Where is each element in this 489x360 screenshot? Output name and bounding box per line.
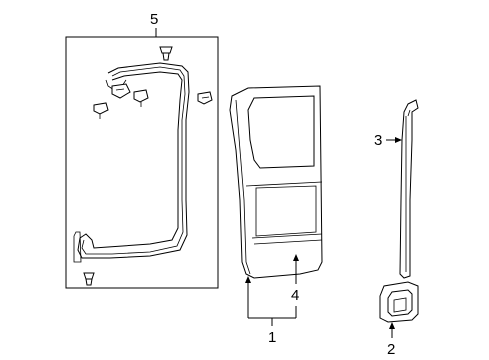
callout-1-group: 1 <box>245 276 297 346</box>
door-outer-panel[interactable] <box>255 185 317 237</box>
door-weatherstrip[interactable] <box>73 62 190 263</box>
callout-4-group: 4 <box>291 254 299 304</box>
bottom-clip[interactable] <box>83 272 95 286</box>
door-shell[interactable] <box>229 85 323 279</box>
upper-clip-left[interactable] <box>93 102 109 119</box>
callout-1-arrow <box>245 276 251 283</box>
top-clip[interactable] <box>159 46 173 61</box>
callout-3[interactable]: 3 <box>374 132 382 149</box>
callout-4[interactable]: 4 <box>291 287 299 304</box>
callout-2-group: 2 <box>387 322 395 358</box>
callout-5-group: 5 <box>150 11 158 37</box>
side-clip[interactable] <box>197 91 213 105</box>
callout-2-arrow <box>389 322 395 329</box>
callout-3-arrow <box>395 137 402 143</box>
handle-bezel[interactable] <box>379 281 419 323</box>
callout-1[interactable]: 1 <box>268 329 276 346</box>
callout-4-arrow <box>293 254 299 261</box>
callout-3-group: 3 <box>374 132 402 149</box>
callout-2[interactable]: 2 <box>387 341 395 358</box>
door-trim-strip[interactable] <box>399 99 419 279</box>
hinge-clip[interactable] <box>111 83 131 99</box>
weatherstrip-kit-frame <box>65 36 219 289</box>
callout-5[interactable]: 5 <box>150 11 158 28</box>
clip-center[interactable] <box>133 89 149 107</box>
